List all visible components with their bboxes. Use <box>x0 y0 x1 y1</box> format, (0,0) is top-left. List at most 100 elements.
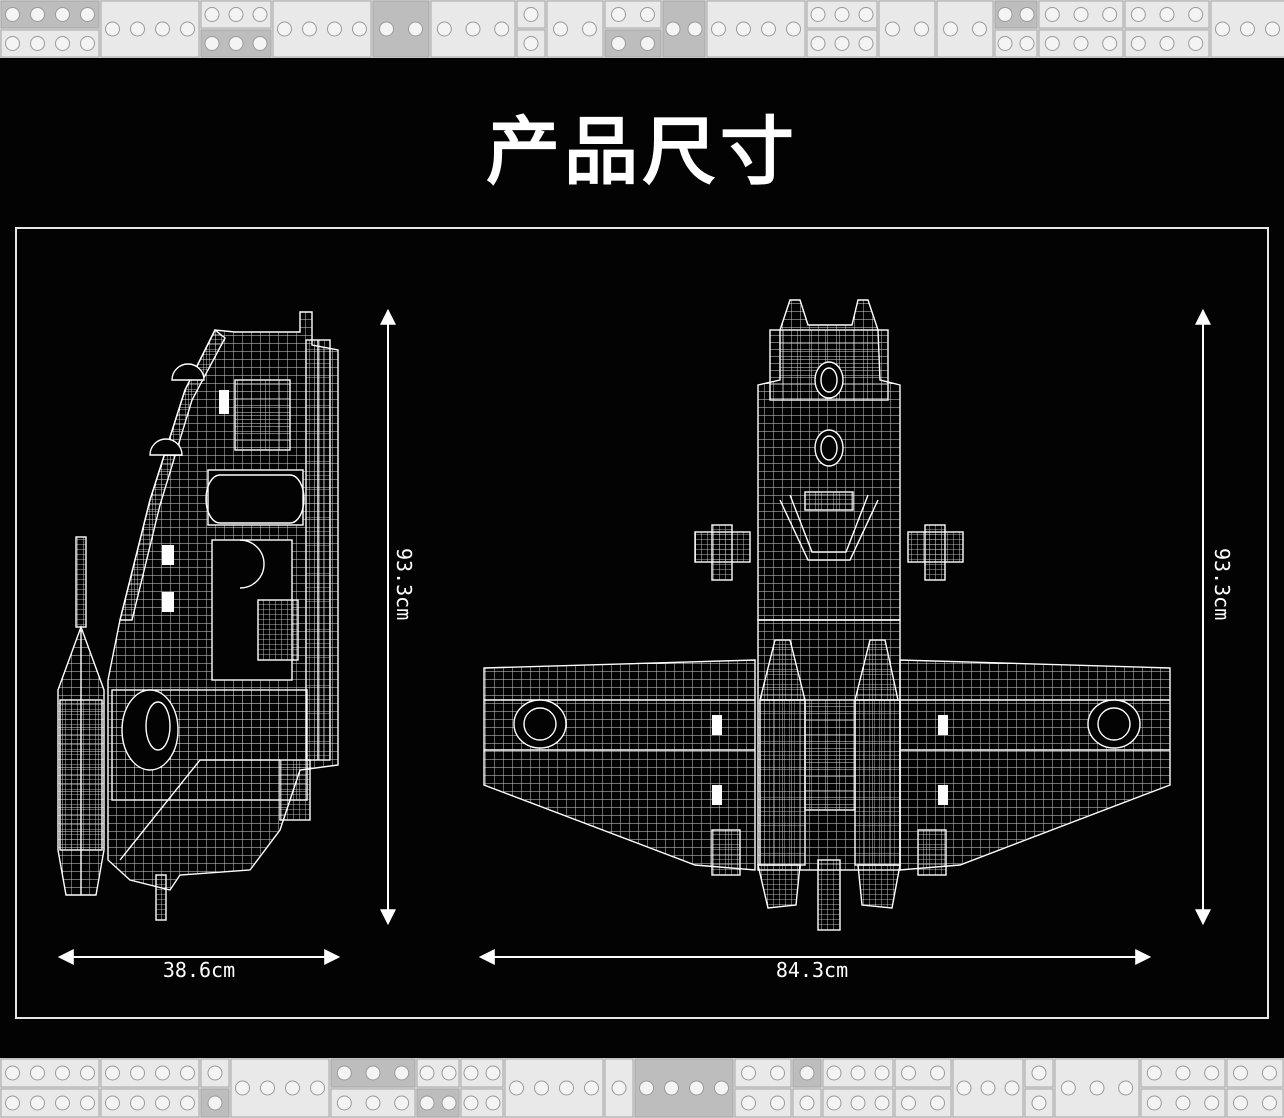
brick-stud <box>1188 7 1204 22</box>
brick-stud <box>130 1065 145 1081</box>
brick-stud <box>441 1065 457 1081</box>
brick-stud <box>639 1080 654 1096</box>
dimension-lines <box>57 308 1211 965</box>
brick-stud <box>687 21 703 37</box>
brick-stud <box>463 1095 479 1111</box>
brick-stud <box>5 1065 20 1081</box>
brick-stud <box>1130 7 1146 22</box>
brick-stud <box>1240 21 1255 37</box>
brick-stud <box>1019 36 1035 51</box>
brick-stud <box>1089 1080 1105 1096</box>
brick-stud <box>55 1095 70 1111</box>
brick-stud <box>352 21 367 37</box>
brick-stud <box>850 1065 866 1081</box>
brick-stud <box>741 1065 756 1081</box>
brick-stud <box>665 21 681 37</box>
brick-stud <box>1102 7 1118 22</box>
brick-stud <box>310 1080 325 1096</box>
brick-stud <box>365 1065 381 1081</box>
brick-stud <box>5 36 20 51</box>
brick-stud <box>155 1065 170 1081</box>
brick-stud <box>55 36 70 51</box>
brick-stud <box>105 1095 120 1111</box>
brick-stud <box>534 1080 549 1096</box>
side-width-label: 38.6cm <box>162 958 236 982</box>
brick-stud <box>826 1065 842 1081</box>
brick-stud <box>1060 1080 1076 1096</box>
brick-stud <box>155 21 170 37</box>
brick-stud <box>30 36 45 51</box>
brick-stud <box>228 7 244 22</box>
brick-stud <box>302 21 317 37</box>
top-width-label: 84.3cm <box>775 958 849 982</box>
brick-stud <box>155 1095 170 1111</box>
side-view-ship <box>57 311 339 921</box>
brick-stud <box>1044 36 1060 51</box>
brick-stud <box>1130 36 1146 51</box>
brick-stud <box>523 7 539 22</box>
brick-stud <box>419 1065 435 1081</box>
page-title: 产品尺寸 <box>486 109 798 195</box>
brick-stud <box>914 21 929 37</box>
brick-stud <box>1262 1065 1277 1081</box>
brick-stud <box>1159 36 1175 51</box>
brick-stud <box>1159 7 1175 22</box>
brick-stud <box>30 1095 45 1111</box>
brick-stud <box>523 36 539 51</box>
brick-stud <box>1019 7 1035 22</box>
brick-stud <box>204 7 220 22</box>
brick-stud <box>799 1065 815 1081</box>
brick-stud <box>997 7 1013 22</box>
brick-stud <box>509 1080 524 1096</box>
brick-stud <box>5 1095 20 1111</box>
brick-stud <box>80 1065 95 1081</box>
brick-stud <box>997 36 1013 51</box>
brick-stud <box>1146 1095 1162 1111</box>
brick-plate <box>792 1088 822 1118</box>
brick-stud <box>582 21 597 37</box>
brick-stud <box>1031 1065 1047 1081</box>
brick-stud <box>379 21 394 37</box>
brick-stud <box>1031 1095 1047 1111</box>
top-height-label: 93.3cm <box>1210 548 1234 621</box>
brick-stud <box>1175 1095 1191 1111</box>
brick-stud <box>235 1080 250 1096</box>
brick-stud <box>714 1080 729 1096</box>
brick-stud <box>5 7 20 22</box>
brick-stud <box>80 7 95 22</box>
top-brick-band <box>0 0 1284 58</box>
brick-stud <box>130 1095 145 1111</box>
brick-stud <box>441 1095 457 1111</box>
brick-stud <box>553 21 568 37</box>
top-brick-pattern <box>0 0 1284 58</box>
brick-stud <box>80 1095 95 1111</box>
brick-stud <box>1265 21 1280 37</box>
brick-stud <box>105 21 120 37</box>
brick-stud <box>1146 1065 1162 1081</box>
side-height-label: 93.3cm <box>392 548 416 621</box>
brick-stud <box>640 36 655 51</box>
brick-stud <box>55 7 70 22</box>
brick-stud <box>105 1065 120 1081</box>
brick-stud <box>180 1095 195 1111</box>
brick-stud <box>858 7 874 22</box>
brick-stud <box>436 21 452 37</box>
brick-stud <box>850 1095 866 1111</box>
bottom-brick-band <box>0 1058 1284 1118</box>
brick-stud <box>1073 7 1089 22</box>
brick-stud <box>1204 1095 1220 1111</box>
brick-stud <box>30 1065 45 1081</box>
brick-stud <box>943 21 958 37</box>
brick-stud <box>858 36 874 51</box>
brick-stud <box>611 7 626 22</box>
brick-stud <box>874 1065 890 1081</box>
brick-stud <box>285 1080 300 1096</box>
brick-stud <box>1215 21 1230 37</box>
brick-stud <box>770 1095 785 1111</box>
brick-stud <box>55 1065 70 1081</box>
brick-stud <box>1262 1095 1277 1111</box>
brick-stud <box>1073 36 1089 51</box>
brick-stud <box>336 1065 352 1081</box>
brick-stud <box>465 21 481 37</box>
